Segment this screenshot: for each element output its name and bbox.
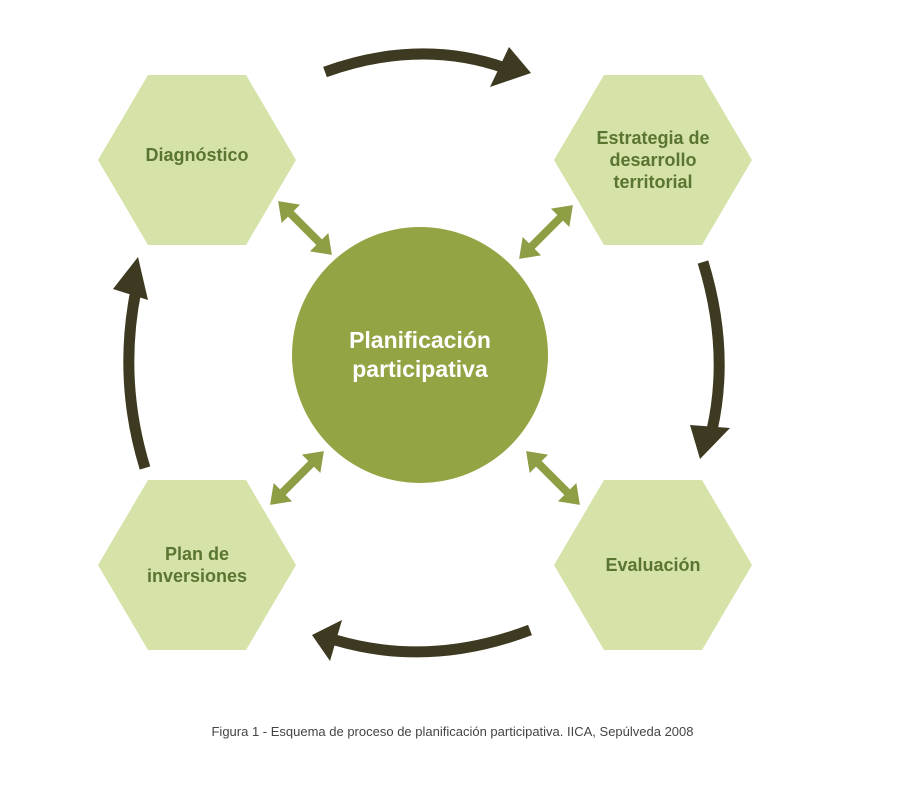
center-circle [292,227,548,483]
link-arrow-estrategia [519,205,573,259]
link-arrow-plan [270,451,324,505]
node-label-plan: Plan de inversiones [146,544,248,586]
cycle-arrow-left [123,288,151,470]
node-label-evaluacion: Evaluación [605,555,701,575]
cycle-arrow-right-head [690,425,730,459]
node-label-estrategia: Estrategia de desarrollo territorial [596,128,710,192]
hexagon-estrategia [554,75,752,245]
center-label: Planificación participativa [349,327,491,382]
hexagon-diagnostico [98,75,296,245]
link-arrow-evaluacion [526,451,580,505]
cycle-arrow-top-head [490,47,531,87]
cycle-arrow-right [697,260,725,432]
hexagon-evaluacion [554,480,752,650]
link-arrow-diagnostico [278,201,332,255]
cycle-arrow-bottom [333,624,532,658]
cycle-arrow-top [323,48,507,78]
cycle-arrow-bottom-head [312,620,342,661]
figure-caption: Figura 1 - Esquema de proceso de planifi… [211,724,694,739]
hexagon-plan [98,480,296,650]
cycle-arrow-left-head [113,257,148,300]
node-label-diagnostico: Diagnóstico [145,145,249,165]
